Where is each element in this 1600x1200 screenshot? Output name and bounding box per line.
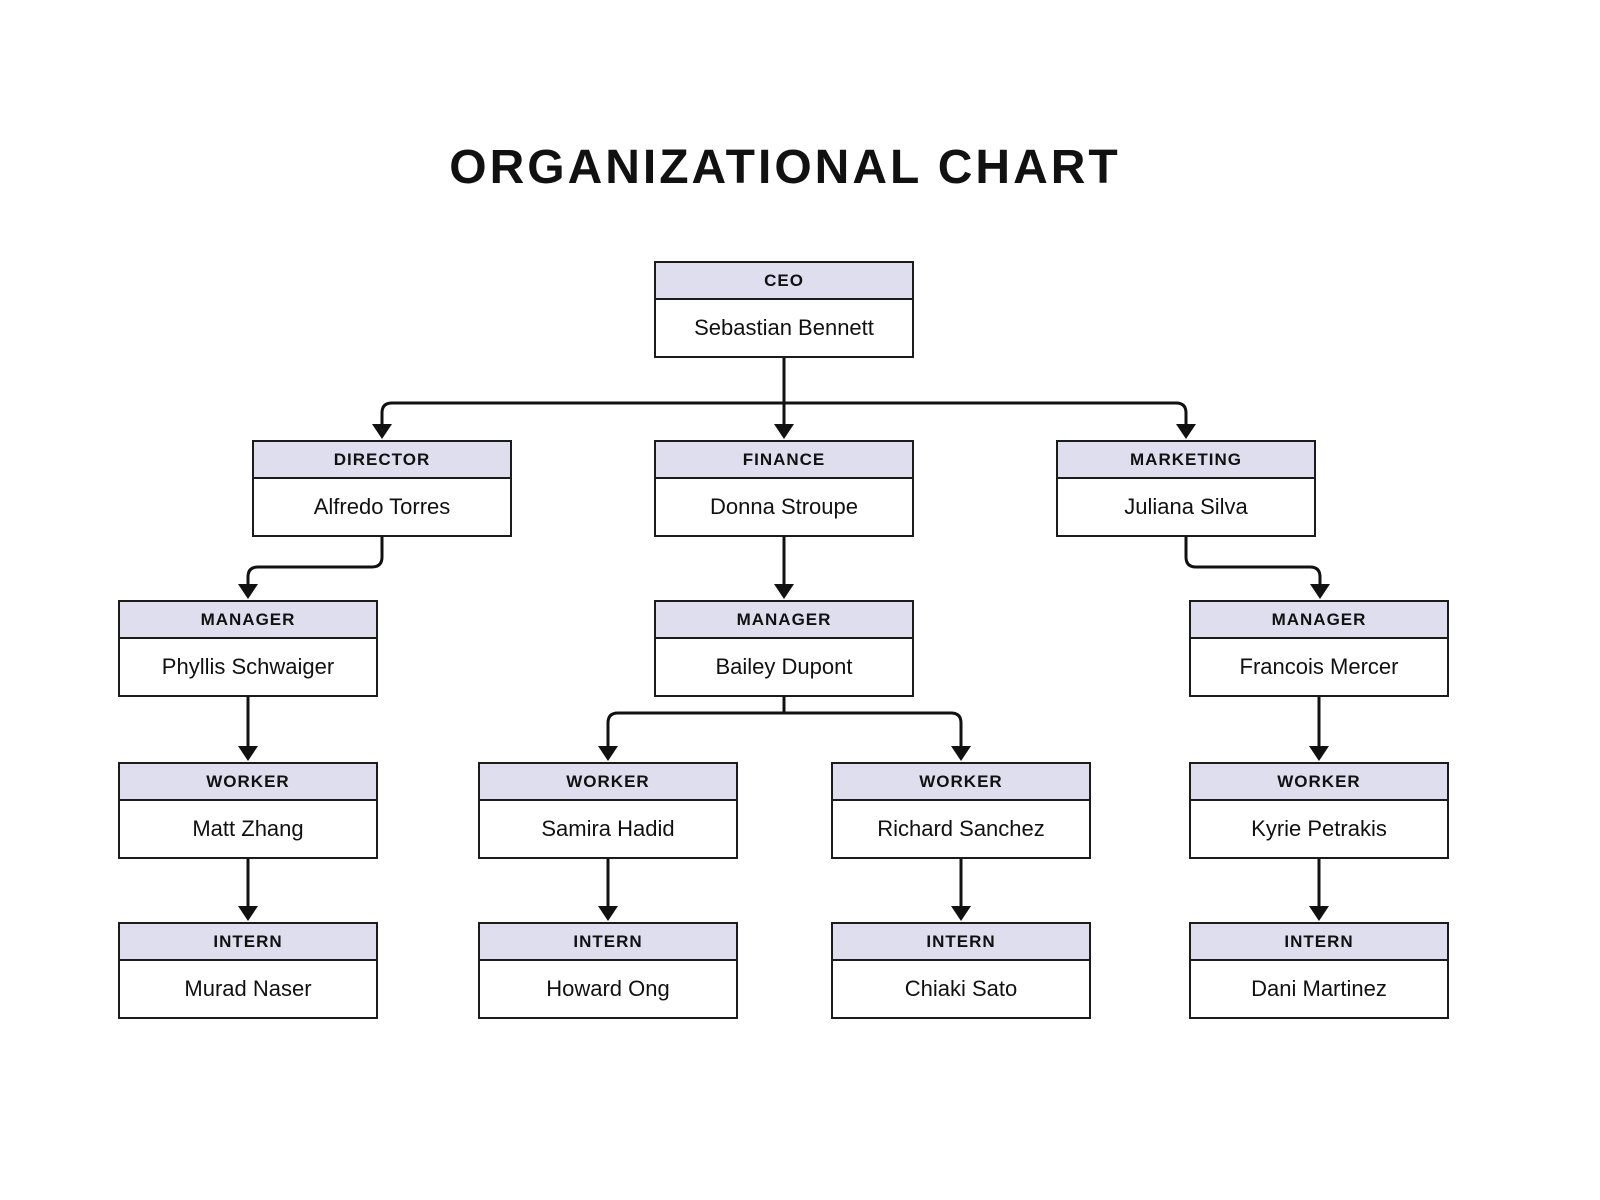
role-label: INTERN: [833, 924, 1089, 961]
role-label: WORKER: [480, 764, 736, 801]
person-name: Sebastian Bennett: [656, 300, 912, 356]
edge-director-manager: [238, 537, 384, 599]
person-name: Chiaki Sato: [833, 961, 1089, 1017]
edge-marketing-manager: [1184, 537, 1330, 599]
person-name: Matt Zhang: [120, 801, 376, 857]
edge-manager-worker-finance-2: [784, 711, 971, 761]
person-name: Murad Naser: [120, 961, 376, 1017]
role-label: INTERN: [120, 924, 376, 961]
org-node-intern-director: INTERN Murad Naser: [118, 922, 378, 1019]
org-node-intern-marketing: INTERN Dani Martinez: [1189, 922, 1449, 1019]
role-label: MANAGER: [656, 602, 912, 639]
person-name: Samira Hadid: [480, 801, 736, 857]
role-label: WORKER: [1191, 764, 1447, 801]
org-node-manager-finance: MANAGER Bailey Dupont: [654, 600, 914, 697]
role-label: FINANCE: [656, 442, 912, 479]
role-label: CEO: [656, 263, 912, 300]
org-node-finance: FINANCE Donna Stroupe: [654, 440, 914, 537]
org-node-worker-finance-2: WORKER Richard Sanchez: [831, 762, 1091, 859]
person-name: Dani Martinez: [1191, 961, 1447, 1017]
org-node-director: DIRECTOR Alfredo Torres: [252, 440, 512, 537]
role-label: WORKER: [120, 764, 376, 801]
edge-ceo-marketing: [784, 401, 1196, 439]
person-name: Kyrie Petrakis: [1191, 801, 1447, 857]
org-node-ceo: CEO Sebastian Bennett: [654, 261, 914, 358]
person-name: Alfredo Torres: [254, 479, 510, 535]
org-node-worker-finance-1: WORKER Samira Hadid: [478, 762, 738, 859]
org-node-manager-marketing: MANAGER Francois Mercer: [1189, 600, 1449, 697]
org-node-intern-finance-2: INTERN Chiaki Sato: [831, 922, 1091, 1019]
person-name: Richard Sanchez: [833, 801, 1089, 857]
edge-ceo-director: [372, 401, 784, 439]
org-node-intern-finance-1: INTERN Howard Ong: [478, 922, 738, 1019]
edge-manager-worker-finance-1: [598, 711, 784, 761]
role-label: DIRECTOR: [254, 442, 510, 479]
role-label: MANAGER: [1191, 602, 1447, 639]
org-node-worker-director: WORKER Matt Zhang: [118, 762, 378, 859]
person-name: Bailey Dupont: [656, 639, 912, 695]
role-label: WORKER: [833, 764, 1089, 801]
person-name: Howard Ong: [480, 961, 736, 1017]
role-label: INTERN: [480, 924, 736, 961]
person-name: Francois Mercer: [1191, 639, 1447, 695]
org-node-marketing: MARKETING Juliana Silva: [1056, 440, 1316, 537]
role-label: INTERN: [1191, 924, 1447, 961]
role-label: MANAGER: [120, 602, 376, 639]
person-name: Phyllis Schwaiger: [120, 639, 376, 695]
person-name: Juliana Silva: [1058, 479, 1314, 535]
person-name: Donna Stroupe: [656, 479, 912, 535]
page-title: ORGANIZATIONAL CHART: [449, 141, 1121, 194]
org-node-manager-director: MANAGER Phyllis Schwaiger: [118, 600, 378, 697]
role-label: MARKETING: [1058, 442, 1314, 479]
org-node-worker-marketing: WORKER Kyrie Petrakis: [1189, 762, 1449, 859]
